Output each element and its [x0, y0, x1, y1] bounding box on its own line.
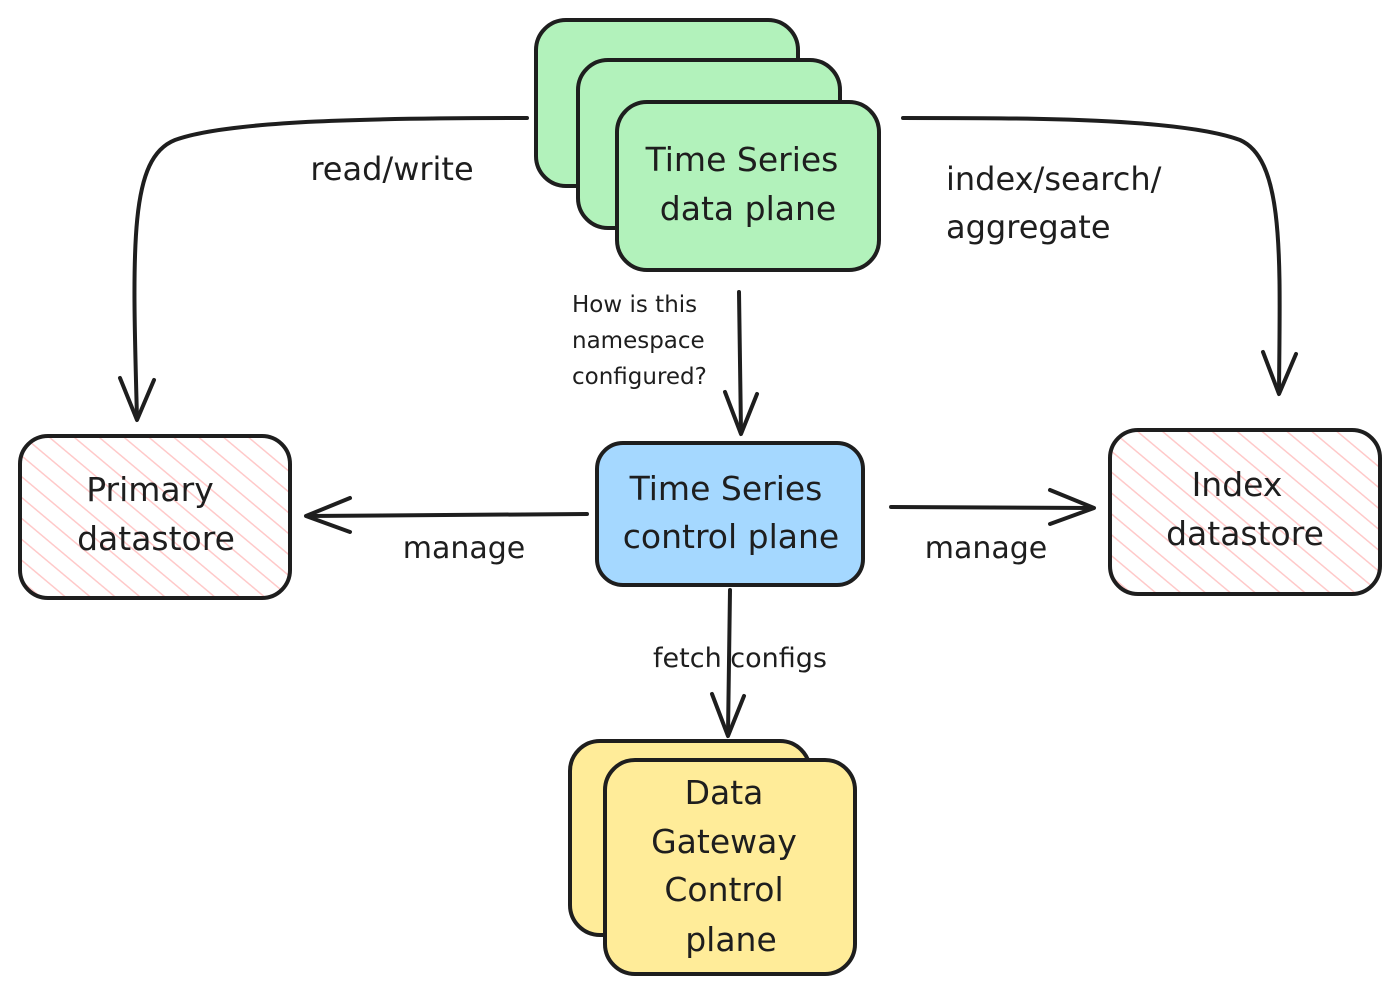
- edge-label-index-search-line1: index/search/: [946, 160, 1162, 198]
- index-datastore-box: [1108, 428, 1382, 596]
- control-plane-label-line2: control plane: [623, 517, 839, 556]
- edge-index-search-aggregate: [901, 116, 1298, 396]
- edge-read-write: [118, 116, 529, 422]
- control-plane-box: [595, 441, 865, 587]
- node-index-datastore: Index datastore: [1108, 428, 1382, 596]
- data-plane-stack-front: [615, 100, 881, 272]
- node-data-gateway-control-plane: Data Gateway Control plane: [568, 739, 857, 976]
- primary-datastore-box: [18, 434, 292, 600]
- gateway-label-line3: Control: [664, 870, 783, 909]
- gateway-label-line2: Gateway: [651, 822, 797, 861]
- edge-label-manage-left: manage: [403, 531, 526, 566]
- data-plane-label-line1: Time Series: [645, 140, 839, 179]
- primary-datastore-label-line1: Primary: [86, 470, 214, 509]
- node-data-plane: Time Series data plane: [534, 18, 881, 272]
- control-plane-label-line1: Time Series: [629, 469, 823, 508]
- index-datastore-label-line1: Index: [1192, 465, 1283, 504]
- edge-label-namespace-line2: namespace: [572, 328, 705, 354]
- index-datastore-label-line2: datastore: [1166, 514, 1324, 553]
- edge-namespace-config: [723, 290, 759, 436]
- node-control-plane: Time Series control plane: [595, 441, 865, 587]
- edge-label-index-search-line2: aggregate: [946, 208, 1111, 246]
- edge-label-fetch-configs: fetch configs: [653, 643, 827, 674]
- gateway-label-line1: Data: [685, 773, 764, 812]
- gateway-label-line4: plane: [685, 920, 777, 959]
- edge-fetch-configs: [710, 588, 746, 738]
- primary-datastore-label-line2: datastore: [77, 519, 235, 558]
- gateway-stack-front: [603, 758, 857, 976]
- edge-label-namespace-line1: How is this: [572, 292, 697, 318]
- edge-label-namespace-line3: configured?: [572, 364, 707, 390]
- node-primary-datastore: Primary datastore: [18, 434, 292, 600]
- edge-manage-left: [304, 496, 589, 534]
- data-plane-label-line2: data plane: [660, 189, 836, 228]
- edge-label-read-write: read/write: [310, 150, 473, 188]
- edge-label-manage-right: manage: [925, 531, 1048, 566]
- edge-manage-right: [889, 488, 1096, 526]
